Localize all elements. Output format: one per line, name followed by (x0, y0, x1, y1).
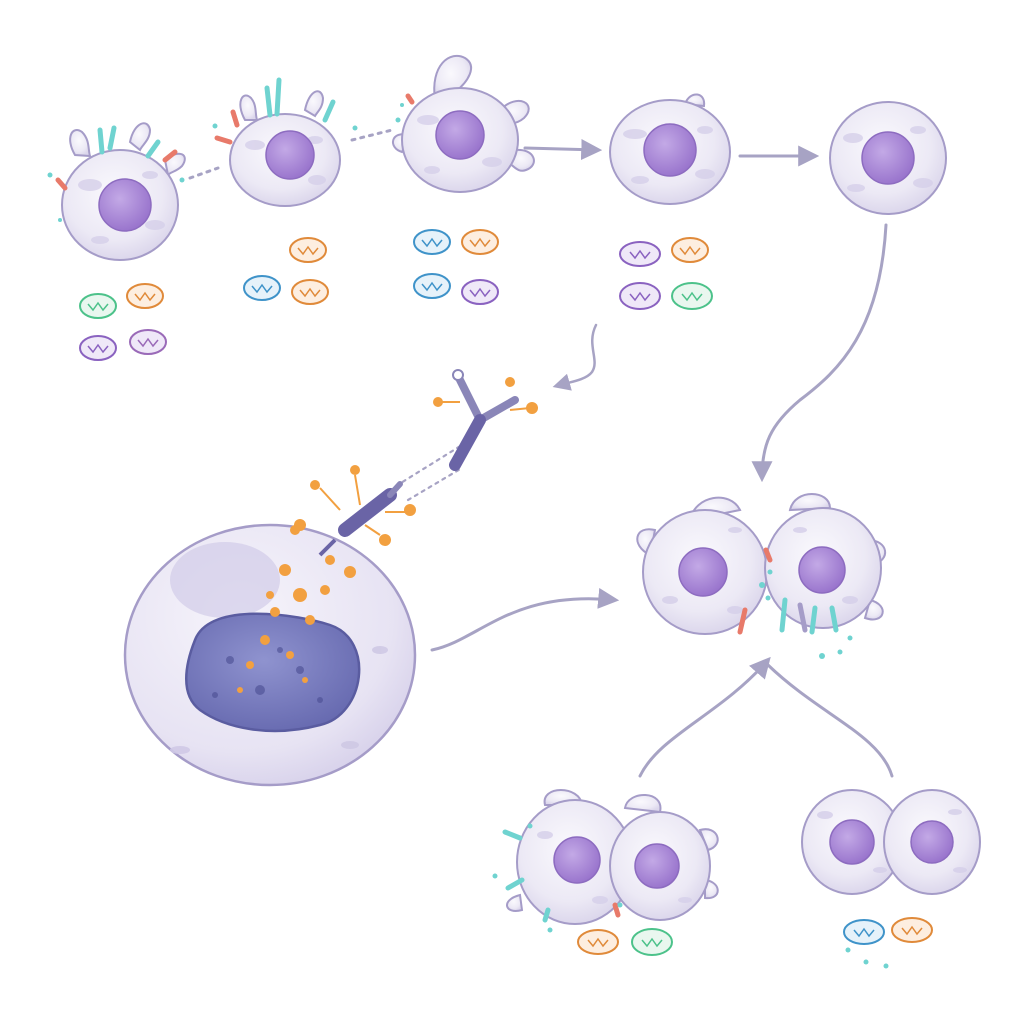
cytokine-badge-icon (413, 229, 451, 255)
arrow-3-to-4 (523, 139, 603, 161)
cytokine-badge-icon (79, 293, 117, 319)
badge-group-cell-2 (243, 237, 329, 305)
cytokine-badge-icon (619, 282, 661, 310)
round-cell-pair-icon (801, 789, 981, 969)
cytokine-badge-icon (289, 237, 327, 263)
cytokine-badge-icon (291, 279, 329, 305)
round-cell-icon (829, 101, 947, 215)
badge-group-cell-1 (79, 283, 167, 361)
nucleus (643, 123, 697, 177)
nucleus (553, 836, 601, 884)
nucleus (265, 130, 315, 180)
dotted-antibody-trail-2 (406, 466, 464, 502)
cytokine-badge-icon (671, 282, 713, 310)
large-cell-with-nucleus-icon (123, 523, 417, 787)
badge-group-cell-3 (413, 229, 499, 305)
spiky-cell-icon (392, 55, 535, 193)
cytokine-badge-icon (891, 917, 933, 943)
dotted-connector-1-2 (188, 166, 220, 180)
connector-arrows (188, 128, 894, 778)
cytokine-badge-icon (619, 241, 661, 267)
nucleus (910, 820, 954, 864)
round-cell-icon (609, 93, 731, 205)
cytokine-badge-icon (461, 279, 499, 305)
badge-group-cell-4 (619, 237, 713, 310)
arrow-bottom-left-to-cluster (638, 656, 771, 778)
vesicle (170, 542, 280, 618)
nucleus (829, 819, 875, 865)
dotted-antibody-trail (394, 438, 472, 488)
cytokine-badge-icon (631, 928, 673, 956)
nucleus (98, 178, 152, 232)
interacting-cells-icon (636, 493, 886, 659)
antibody-injector-icon (294, 465, 416, 557)
arrow-large-cell-to-cluster (430, 587, 620, 652)
cytokine-badge-icon (671, 237, 709, 263)
nucleus (435, 110, 485, 160)
nucleus (678, 547, 728, 597)
cytokine-badge-icon (129, 329, 167, 355)
spiky-cell-pair-icon (492, 789, 719, 956)
nucleus (861, 131, 915, 185)
antibody-icon (433, 369, 538, 471)
cytokine-badge-icon (243, 275, 281, 301)
squiggle-arrow (552, 323, 598, 391)
cytokine-badge-icon (461, 229, 499, 255)
arrow-5-to-cluster (751, 223, 888, 483)
cytokine-badge-icon (413, 273, 451, 299)
nucleus (798, 546, 846, 594)
spiky-cell-icon (212, 77, 358, 207)
cytokine-badge-icon (126, 283, 164, 309)
cytokine-badge-icon (843, 919, 885, 945)
cytokine-badge-icon (577, 929, 619, 955)
large-nucleus (185, 612, 361, 733)
dotted-connector-2-3 (350, 128, 394, 142)
arrow-bottom-right-to-cluster (766, 663, 894, 778)
spiky-cell-icon (47, 122, 186, 261)
nucleus (634, 843, 680, 889)
cytokine-badge-icon (79, 335, 117, 361)
